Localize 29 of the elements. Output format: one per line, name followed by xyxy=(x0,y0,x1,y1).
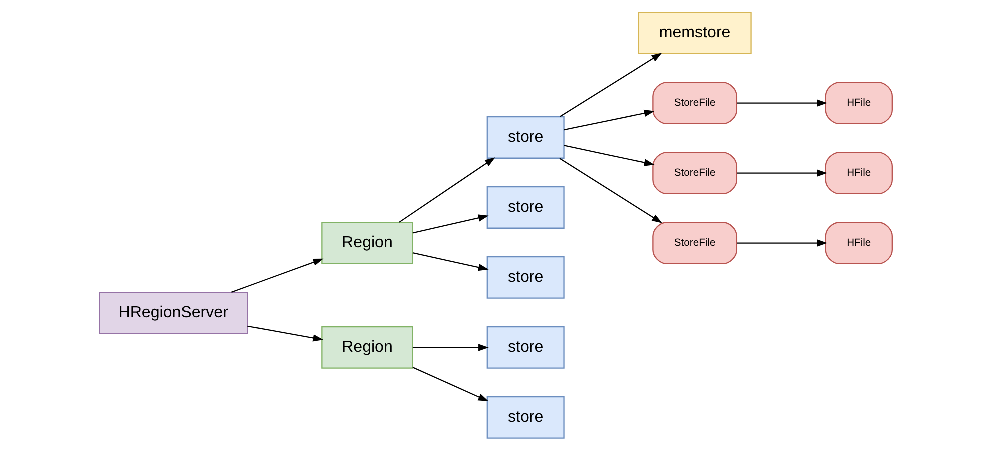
node-box: StoreFile xyxy=(652,222,738,264)
node-box: Region xyxy=(321,326,413,369)
arrow xyxy=(564,110,654,131)
node-box: HFile xyxy=(824,82,892,125)
arrow xyxy=(564,145,654,166)
node-box: HFile xyxy=(824,222,892,264)
arrow xyxy=(736,100,828,107)
node-box: Region xyxy=(321,222,413,264)
arrow xyxy=(559,158,662,224)
node-box: store xyxy=(486,396,564,439)
arrow xyxy=(736,240,828,247)
arrow xyxy=(412,367,488,402)
node-box: store xyxy=(486,116,564,159)
arrow xyxy=(559,53,662,118)
node-box: StoreFile xyxy=(652,82,738,125)
arrow xyxy=(412,252,488,272)
node-box: HRegionServer xyxy=(98,292,248,334)
arrow xyxy=(412,344,488,352)
node-box: store xyxy=(486,186,564,229)
node-box: StoreFile xyxy=(652,152,738,195)
arrow xyxy=(398,158,495,223)
node-box: memstore xyxy=(638,12,752,55)
node-box: store xyxy=(486,326,564,369)
arrow xyxy=(736,170,828,177)
arrow xyxy=(412,214,488,234)
node-box: store xyxy=(486,256,564,299)
arrow xyxy=(247,326,324,342)
arrow xyxy=(231,258,324,293)
node-box: HFile xyxy=(824,152,892,195)
